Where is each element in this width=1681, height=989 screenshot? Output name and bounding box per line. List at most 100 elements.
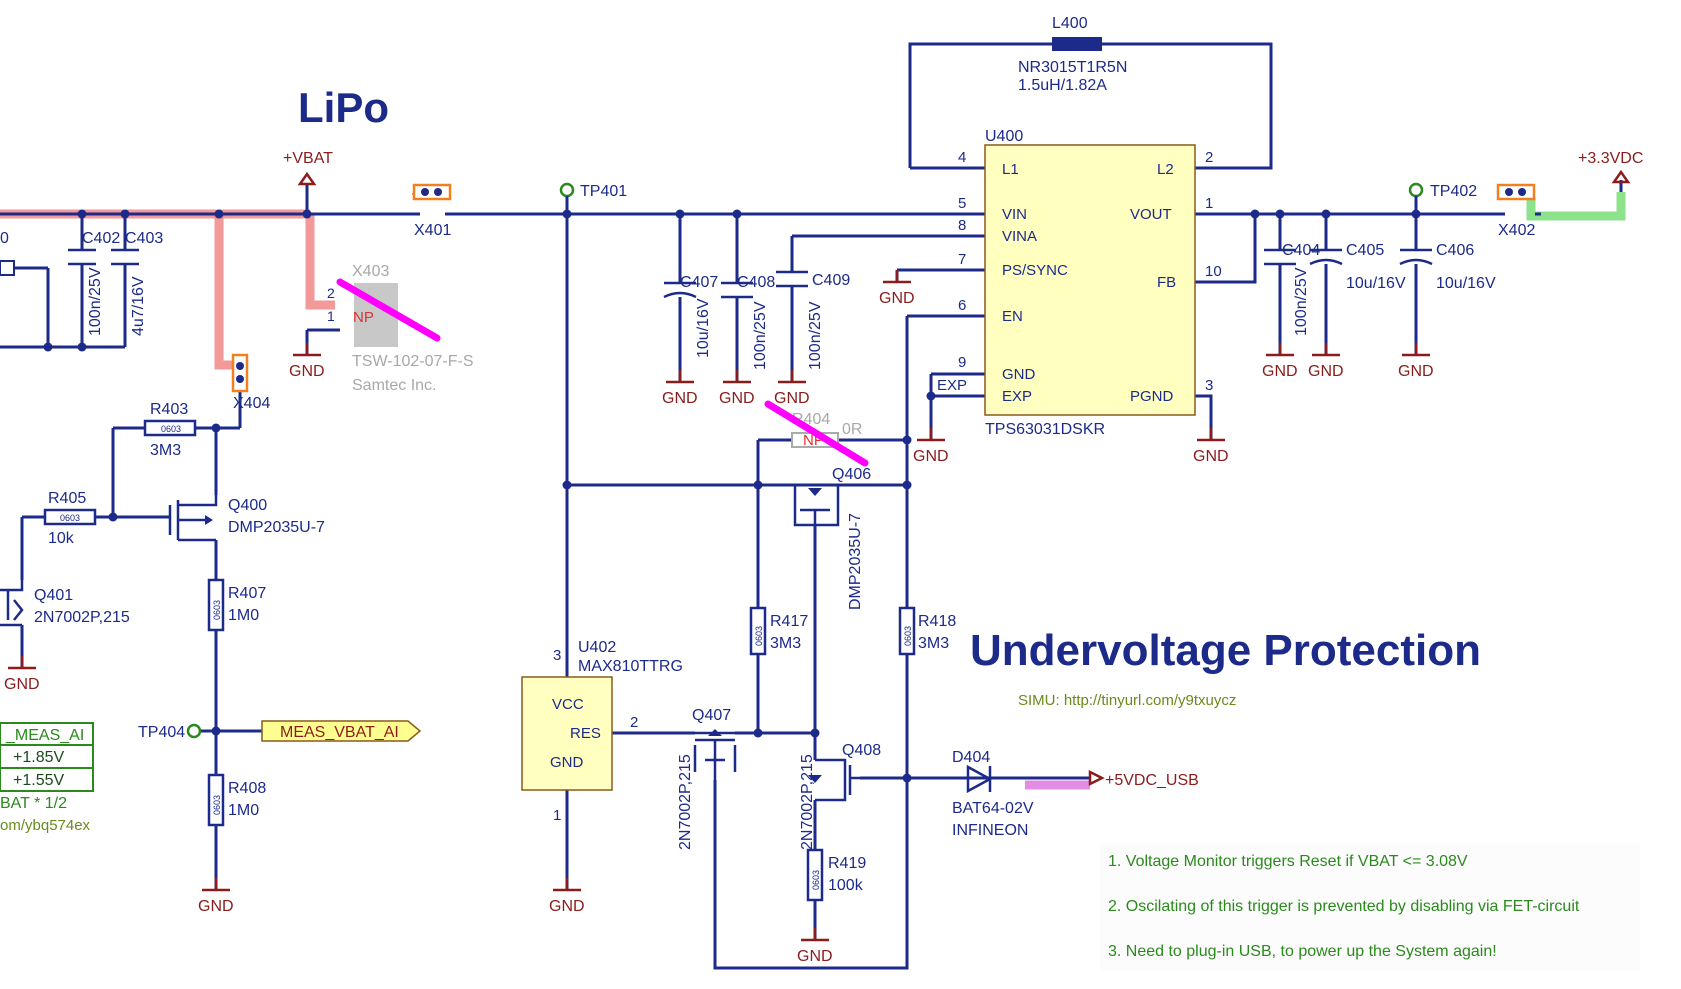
res-r417: 0603 R417 3M3 xyxy=(749,606,808,656)
svg-text:C405: C405 xyxy=(1346,242,1384,259)
res-r419: 0603 R419 100k xyxy=(806,848,866,902)
svg-text:+1.85V: +1.85V xyxy=(13,749,64,766)
conn-x402: X402 xyxy=(1496,183,1535,239)
u400-pin-vout: VOUT xyxy=(1130,206,1172,223)
note-1: 1. Voltage Monitor triggers Reset if VBA… xyxy=(1108,853,1468,870)
svg-text:100n/25V: 100n/25V xyxy=(807,301,824,370)
res-r408: 0603 R408 1M0 xyxy=(207,773,266,827)
u402-ref: U402 xyxy=(578,639,616,656)
svg-text:3M3: 3M3 xyxy=(918,635,949,652)
capacitors: C402 100n/25V C403 4u7/16V C407 10u/16V … xyxy=(68,230,1496,370)
u400-pin-l2: L2 xyxy=(1157,161,1174,178)
svg-text:C406: C406 xyxy=(1436,242,1474,259)
svg-text:100n/25V: 100n/25V xyxy=(1293,267,1310,336)
mosfet-q407: Q407 2N7002P,215 xyxy=(677,707,737,850)
svg-text:+1.55V: +1.55V xyxy=(13,772,64,789)
svg-text:DMP2035U-7: DMP2035U-7 xyxy=(228,519,325,536)
svg-text:0603: 0603 xyxy=(212,795,222,815)
svg-text:0603: 0603 xyxy=(903,626,913,646)
u400-num-10: 10 xyxy=(1205,263,1222,280)
svg-text:Q407: Q407 xyxy=(692,707,731,724)
simu-link[interactable]: SIMU: http://tinyurl.com/y9txuycz xyxy=(1018,692,1236,709)
testpoints: TP401 TP402 TP404 xyxy=(138,182,1477,741)
u400-exp-label: EXP xyxy=(937,377,967,394)
u400-pin-pgnd: PGND xyxy=(1130,388,1174,405)
gnd-symbol xyxy=(1197,428,1225,442)
title-undervoltage: Undervoltage Protection xyxy=(970,626,1481,675)
title-lipo: LiPo xyxy=(298,84,389,131)
svg-text:TP404: TP404 xyxy=(138,724,185,741)
gnd-symbol xyxy=(1266,343,1294,357)
gnd-symbol xyxy=(1312,343,1340,357)
mosfet-q408: Q408 2N7002P,215 xyxy=(799,742,881,850)
gnd-symbol xyxy=(801,928,829,942)
note-2: 2. Oscilating of this trigger is prevent… xyxy=(1108,898,1580,915)
gnd-label: GND xyxy=(1398,363,1434,380)
u402-pin-gnd: GND xyxy=(550,754,584,771)
v33-label: +3.3VDC xyxy=(1578,150,1643,167)
u402-pin-res: RES xyxy=(570,725,601,742)
u400-pin-en: EN xyxy=(1002,308,1023,325)
svg-text:BAT * 1/2: BAT * 1/2 xyxy=(0,795,67,812)
u400-pin-vina: VINA xyxy=(1002,228,1037,245)
cap-c403: C403 4u7/16V xyxy=(111,230,163,336)
u400-num-5: 5 xyxy=(958,195,966,212)
svg-text:10u/16V: 10u/16V xyxy=(1436,275,1496,292)
gnd-symbol xyxy=(778,370,806,384)
u400-num-2: 2 xyxy=(1205,149,1213,166)
mosfet-q401: Q401 2N7002P,215 xyxy=(0,580,130,627)
wires xyxy=(0,42,1541,970)
svg-text:C404: C404 xyxy=(1282,242,1320,259)
svg-text:4u7/16V: 4u7/16V xyxy=(130,276,147,336)
cap-c402: C402 100n/25V xyxy=(68,230,120,336)
u400-pin-pssync: PS/SYNC xyxy=(1002,262,1068,279)
svg-text:TP401: TP401 xyxy=(580,183,627,200)
conn-x401: X401 xyxy=(412,183,451,239)
svg-text:X401: X401 xyxy=(414,222,451,239)
gnd-label: GND xyxy=(879,290,915,307)
svg-text:C408: C408 xyxy=(737,274,775,291)
cap-c407: C407 10u/16V xyxy=(663,274,718,358)
gnd-symbol xyxy=(293,343,321,357)
cap-c408: C408 100n/25V xyxy=(721,274,775,370)
svg-text:Q400: Q400 xyxy=(228,497,267,514)
note-3: 3. Need to plug-in USB, to power up the … xyxy=(1108,943,1497,960)
svg-text:10u/16V: 10u/16V xyxy=(695,298,712,358)
svg-text:Samtec Inc.: Samtec Inc. xyxy=(352,377,436,394)
mosfet-q406: Q406 DMP2035U-7 xyxy=(793,466,871,610)
res-r407: 0603 R407 1M0 xyxy=(207,578,266,632)
ic-u402[interactable]: U402 MAX810TTRG VCC RES GND 3 2 1 xyxy=(521,639,683,824)
ic-u400[interactable]: U400 TPS63031DSKR L1 VIN VINA PS/SYNC EN… xyxy=(937,128,1222,438)
u402-num-1: 1 xyxy=(553,807,561,824)
svg-text:2N7002P,215: 2N7002P,215 xyxy=(799,754,816,850)
gnd-symbol xyxy=(202,878,230,892)
vbat-label: +VBAT xyxy=(283,150,333,167)
svg-text:R418: R418 xyxy=(918,613,956,630)
gnd-symbol xyxy=(553,878,581,892)
u400-pin-fb: FB xyxy=(1157,274,1176,291)
cap-c405: C405 10u/16V xyxy=(1309,242,1406,292)
netlabel-meas-vbat: MEAS_VBAT_AI xyxy=(261,720,422,742)
cap-c404: C404 100n/25V xyxy=(1264,242,1320,336)
gnd-label: GND xyxy=(913,448,949,465)
svg-text:0R: 0R xyxy=(842,421,862,438)
gnd-label: GND xyxy=(1308,363,1344,380)
svg-text:1M0: 1M0 xyxy=(228,802,259,819)
gnd-symbol xyxy=(666,370,694,384)
svg-text:Q406: Q406 xyxy=(832,466,871,483)
gnd-label: GND xyxy=(1262,363,1298,380)
conn-x404: X404 xyxy=(231,353,270,412)
u400-pin-l1: L1 xyxy=(1002,161,1019,178)
inductor-l400[interactable]: L400 NR3015T1R5N 1.5uH/1.82A xyxy=(1018,15,1127,94)
u400-num-6: 6 xyxy=(958,297,966,314)
u402-pin-vcc: VCC xyxy=(552,696,584,713)
u400-num-4: 4 xyxy=(958,149,966,166)
transistors: Q400 DMP2035U-7 Q401 2N7002P,215 Q406 DM… xyxy=(0,466,881,850)
svg-text:R419: R419 xyxy=(828,855,866,872)
gnd-symbol xyxy=(917,428,945,442)
svg-text:10k: 10k xyxy=(48,530,75,547)
connectors: X401 X402 X404 X403 NP 2 1 TSW-102-07-F-… xyxy=(231,183,1535,412)
gnd-symbol xyxy=(883,270,911,284)
